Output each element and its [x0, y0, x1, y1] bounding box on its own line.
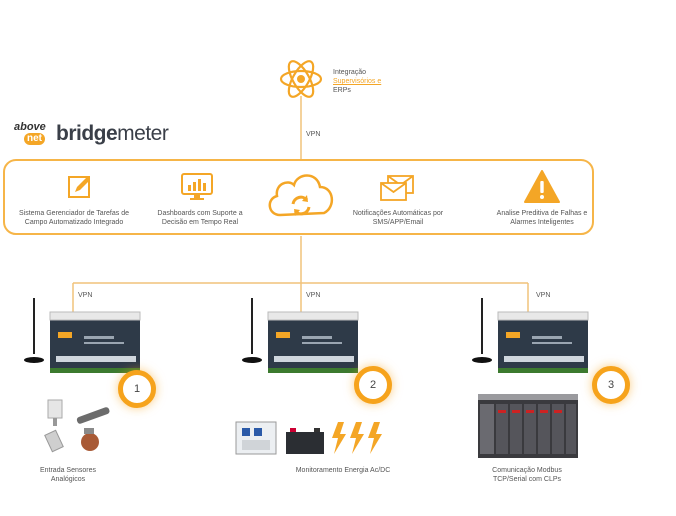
integration-line-1: Integração — [333, 69, 367, 76]
bridgemeter-logo: bridgemeter — [56, 122, 169, 146]
cloud-sync-icon — [262, 167, 340, 225]
node-badge-2: 2 — [354, 366, 392, 404]
node-1-line-1: Entrada Sensores — [39, 467, 97, 474]
feature-2-line-1: Dashboards com Suporte a — [157, 210, 243, 217]
warning-icon — [523, 169, 561, 205]
node-2-label: Monitoramento Energia Ac/DC — [268, 466, 418, 475]
feature-4-line-1: Notificações Automáticas por — [352, 210, 444, 217]
integration-line-2: Supervisórios e — [333, 78, 382, 85]
feature-2-line-2: Decisão em Tempo Real — [161, 219, 239, 226]
feature-label-notifications: Notificações Automáticas por SMS/APP/Ema… — [337, 209, 459, 227]
integration-line-3: ERPs — [333, 87, 351, 94]
edit-icon — [67, 174, 93, 200]
feature-label-tasks: Sistema Gerenciador de Tarefas de Campo … — [14, 209, 134, 227]
gateway-device-1 — [22, 296, 142, 374]
integration-label: Integração Supervisórios e ERPs — [333, 68, 381, 95]
node-3-line-1: Comunicação Modbus — [492, 467, 562, 474]
gateway-device-3 — [470, 296, 590, 374]
feature-4-line-2: SMS/APP/Email — [372, 219, 424, 226]
analog-sensors-image — [40, 398, 116, 456]
logo-meter-text: meter — [117, 122, 169, 145]
atom-icon — [277, 55, 325, 103]
node-2-line-1: Monitoramento Energia Ac/DC — [295, 467, 391, 474]
node-badge-3: 3 — [592, 366, 630, 404]
vpn-label-top: VPN — [306, 131, 321, 138]
logo-above-text: above — [14, 121, 46, 133]
feature-panel — [3, 159, 594, 235]
vpn-label-2: VPN — [306, 292, 321, 299]
energy-equipment-image — [234, 418, 386, 458]
logo-bridge-text: bridge — [56, 122, 118, 145]
dashboard-icon — [180, 172, 214, 202]
node-1-label: Entrada Sensores Analógicos — [20, 466, 116, 484]
feature-1-line-2: Campo Automatizado Integrado — [24, 219, 124, 226]
node-badge-1: 1 — [118, 370, 156, 408]
feature-label-dashboards: Dashboards com Suporte a Decisão em Temp… — [140, 209, 260, 227]
vpn-label-1: VPN — [78, 292, 93, 299]
node-1-line-2: Analógicos — [50, 476, 86, 483]
plc-rack-image — [478, 394, 578, 460]
feature-5-line-1: Analise Preditiva de Falhas e — [496, 210, 588, 217]
feature-5-line-2: Alarmes Inteligentes — [510, 219, 574, 226]
logo-net-text: net — [24, 133, 45, 145]
node-3-line-2: TCP/Serial com CLPs — [492, 476, 562, 483]
mail-icon — [379, 174, 415, 202]
gateway-device-2 — [240, 296, 360, 374]
feature-1-line-1: Sistema Gerenciador de Tarefas de — [19, 210, 129, 217]
feature-label-predictive: Analise Preditiva de Falhas e Alarmes In… — [480, 209, 604, 227]
node-3-label: Comunicação Modbus TCP/Serial com CLPs — [462, 466, 592, 484]
vpn-label-3: VPN — [536, 292, 551, 299]
abovenet-logo: above net — [14, 121, 46, 147]
